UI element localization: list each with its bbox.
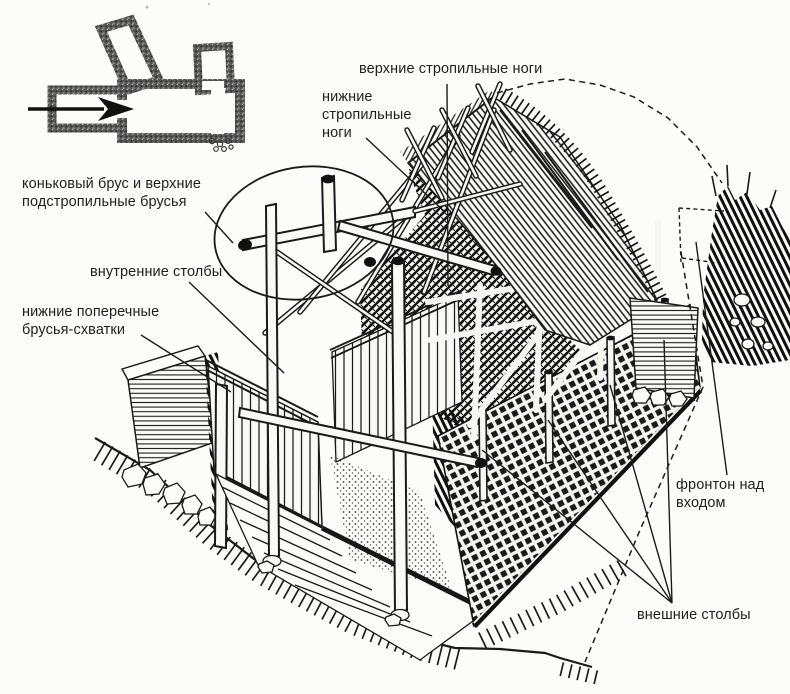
thatch-bundle-lines xyxy=(499,109,649,293)
sod-right-stones xyxy=(631,386,688,407)
leader-fan-outer-posts xyxy=(481,339,673,604)
annotation-lower-rafters: нижние стропильные ноги xyxy=(322,89,412,141)
sub-ridge-beam xyxy=(336,219,502,277)
floor-plan-inset xyxy=(28,14,245,153)
upper-rafter-poles xyxy=(399,81,513,203)
plan-baulk-gap xyxy=(211,88,227,134)
annotation-lower-ties: нижние поперечные брусья-схватки xyxy=(22,304,160,338)
leader-ridge-beam xyxy=(204,211,234,244)
bank-grass-strokes xyxy=(711,164,777,209)
annotation-pediment: фронтон над входом xyxy=(676,477,765,511)
annotation-lines xyxy=(140,83,728,604)
sod-wall-stones xyxy=(121,463,217,526)
paper-specks xyxy=(145,2,211,9)
annotation-upper-rafters: верхние стропильные ноги xyxy=(359,61,543,77)
ridge-post xyxy=(320,174,338,254)
lower-tie-beam xyxy=(237,406,487,469)
plan-stones xyxy=(208,137,234,153)
plank-wall-corridor xyxy=(205,359,323,550)
ramp-speckles xyxy=(330,455,452,590)
inner-post-mid xyxy=(384,256,410,627)
leader-lower-ties xyxy=(140,334,232,393)
outer-posts xyxy=(478,297,670,502)
annotation-ridge-beam: коньковый брус и верхние подстропильные … xyxy=(22,176,201,210)
ridge-highlight-ellipse xyxy=(213,165,395,301)
inner-post-front xyxy=(257,202,282,574)
pediment-dashed-box xyxy=(678,207,725,264)
wattle-wall xyxy=(437,297,703,629)
leader-inner-posts xyxy=(188,281,285,374)
entrance-arrow-icon xyxy=(28,97,134,121)
annotation-inner-posts: внутренние столбы xyxy=(90,264,223,280)
entrance-ramp xyxy=(214,455,492,661)
leader-upper-rafters xyxy=(446,83,449,287)
dashed-roof-outline xyxy=(496,78,725,663)
corridor-post xyxy=(213,382,229,550)
leader-lower-rafters xyxy=(365,137,446,213)
bank-stones xyxy=(729,293,774,351)
leader-pediment xyxy=(695,241,728,476)
annotation-outer-posts: внешние столбы xyxy=(637,607,751,623)
timber-frame xyxy=(237,81,523,627)
earth-bank-right xyxy=(702,164,790,366)
